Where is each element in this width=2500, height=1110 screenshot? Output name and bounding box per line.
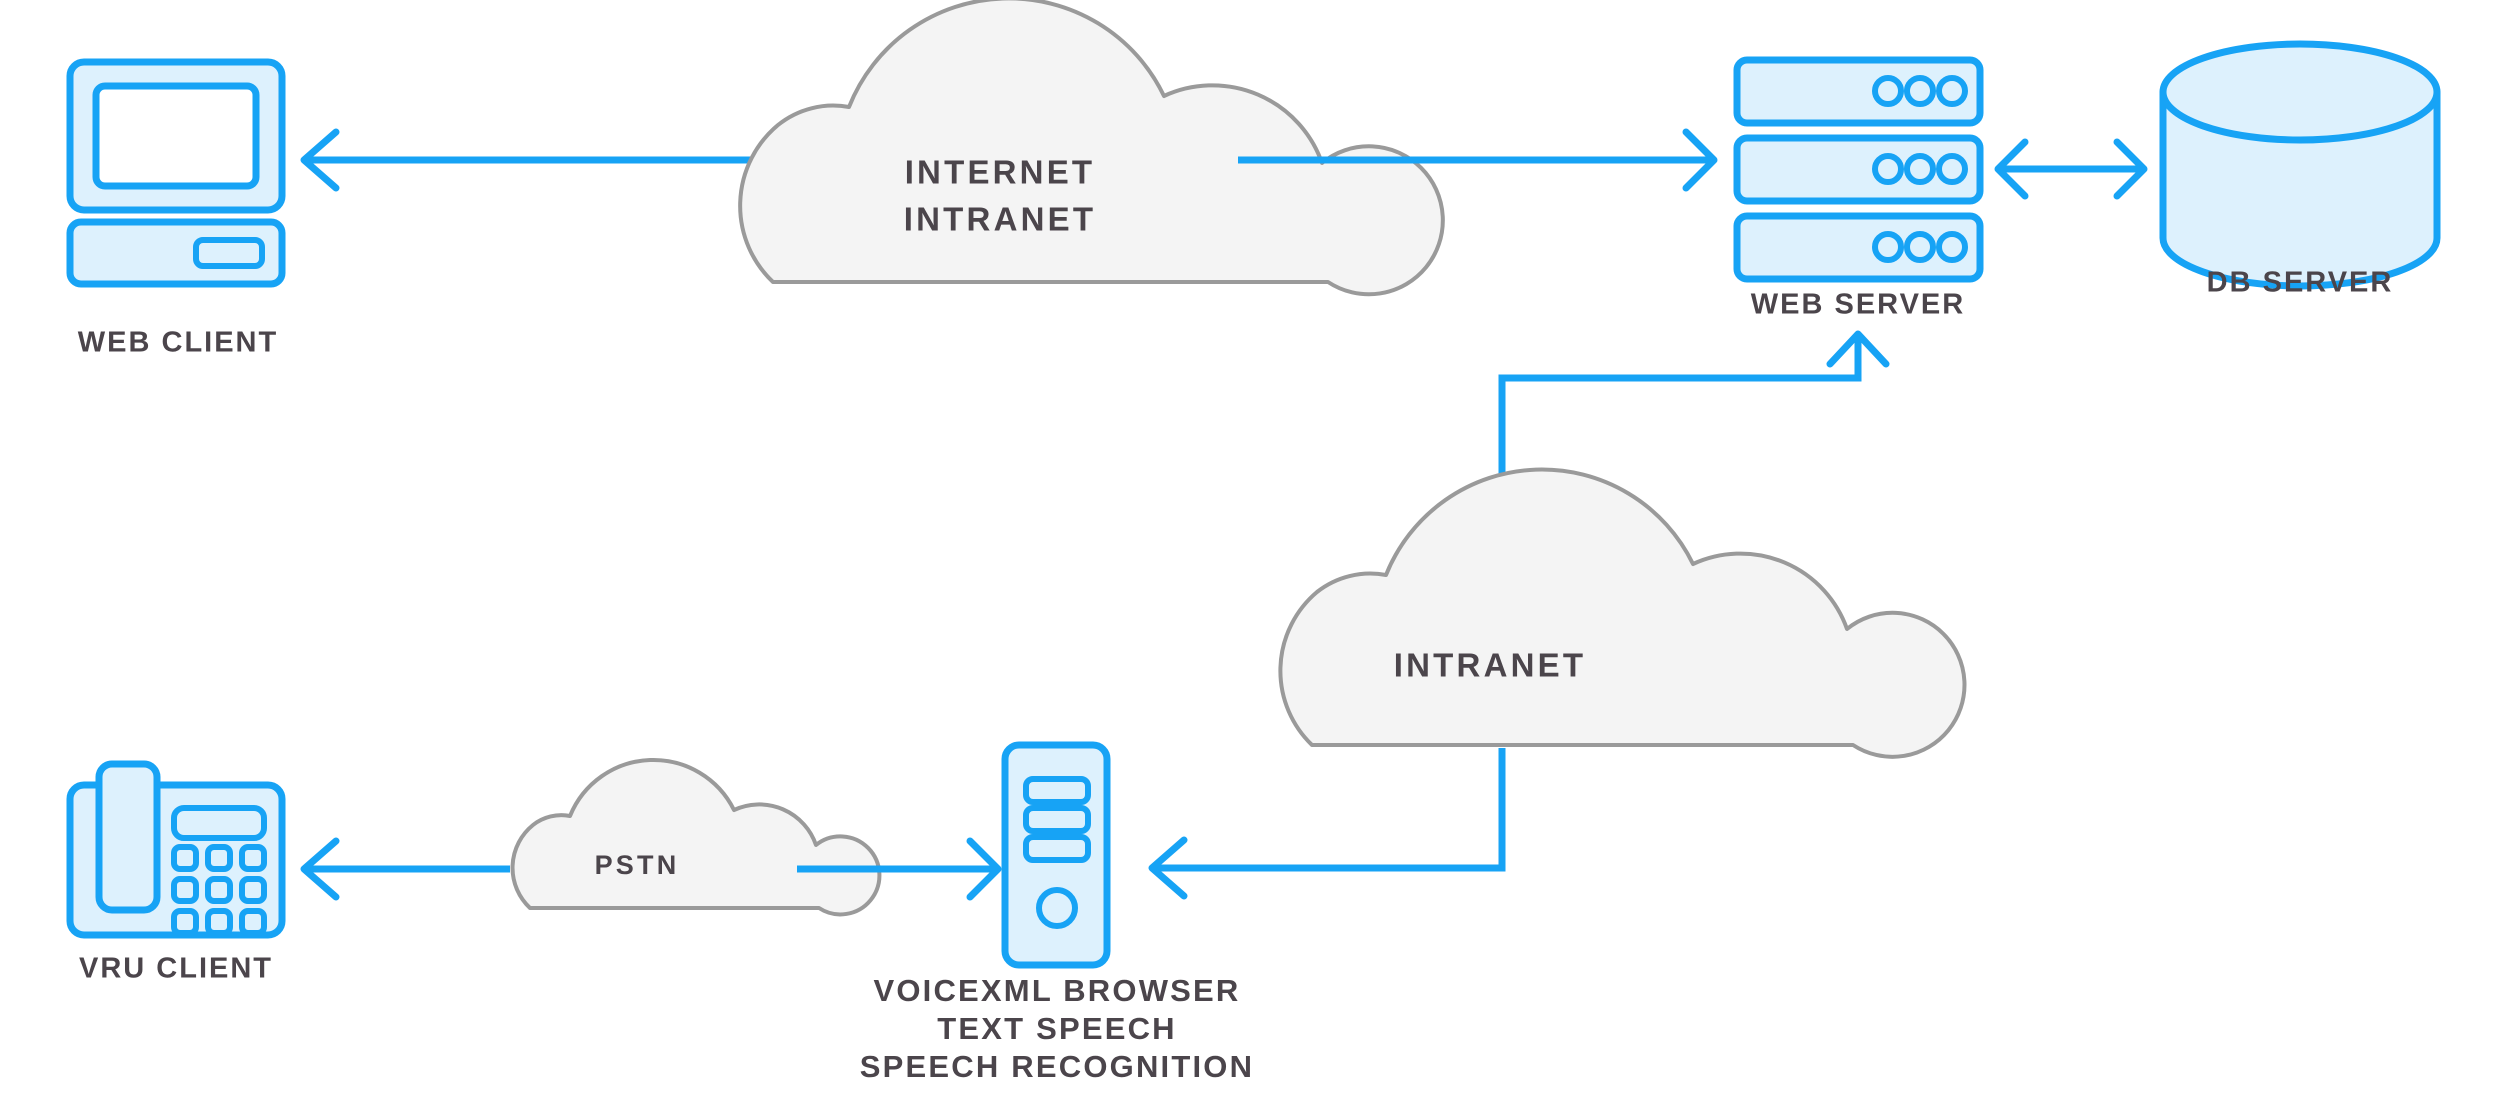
connector-intranet-to-web-server (1498, 330, 1890, 500)
node-db-server[interactable]: DB SERVER (2159, 40, 2441, 299)
arrowhead-right-icon (2113, 138, 2148, 200)
arrowhead-right-icon (966, 837, 1002, 901)
status-light-icon (1872, 75, 1904, 107)
node-web-client[interactable]: WEB CLIENT (66, 58, 286, 359)
keypad-key (171, 844, 199, 872)
rack-unit (1733, 134, 1984, 205)
arrowhead-left-icon (1148, 836, 1188, 900)
node-vru-client[interactable]: VRU CLIENT (66, 760, 286, 985)
status-light-icon (1872, 231, 1904, 263)
keypad-key (239, 908, 267, 936)
keypad-key (205, 908, 233, 936)
desktop-computer-icon (66, 58, 286, 288)
arrowhead-up-icon (1826, 330, 1890, 368)
drive-slot (1023, 805, 1091, 834)
node-pstn-cloud[interactable]: PSTN (510, 757, 882, 917)
pstn-cloud-label: PSTN (595, 850, 680, 880)
status-light-icon (1936, 75, 1968, 107)
cloud-icon (510, 757, 882, 917)
voicexml-browser-label-line2: TEXT SPEECH (937, 1011, 1177, 1046)
drive-slot (1023, 834, 1091, 863)
keypad-key (239, 876, 267, 904)
web-client-label: WEB CLIENT (78, 327, 278, 359)
rack-unit (1733, 212, 1984, 283)
voicexml-browser-label-line1: VOICEXML BROWSER (873, 973, 1240, 1008)
connector-intranet-to-voicexml-browser (1148, 748, 1506, 900)
status-light-icon (1904, 153, 1936, 185)
keypad-key (205, 876, 233, 904)
rack-unit (1733, 56, 1984, 127)
server-rack-icon (1733, 56, 1984, 283)
status-light-icon (1936, 231, 1968, 263)
cloud-icon (1278, 467, 1967, 759)
web-server-label: WEB SERVER (1751, 289, 1965, 321)
node-web-server[interactable]: WEB SERVER (1733, 56, 1984, 321)
vru-client-label: VRU CLIENT (79, 953, 273, 985)
cloud-icon (738, 0, 1445, 297)
arrowhead-left-icon (1994, 138, 2029, 200)
drive-slot (1023, 776, 1091, 805)
power-button-icon (1036, 887, 1078, 929)
internet-cloud-label-line1: INTERNET (905, 154, 1096, 191)
keypad-key (171, 908, 199, 936)
connector-internet-to-web-server (1238, 128, 1718, 192)
node-internet-cloud[interactable]: INTERNET INTRANET (738, 0, 1445, 297)
database-cylinder-icon (2159, 40, 2441, 290)
intranet-cloud-label: INTRANET (1394, 647, 1586, 684)
internet-cloud-label-line2: INTRANET (904, 201, 1096, 238)
connector-web-server-to-db-server (1994, 138, 2148, 200)
connector-pstn-to-voicexml-browser (797, 837, 1002, 901)
keypad-key (239, 844, 267, 872)
keypad-key (171, 876, 199, 904)
node-voicexml-browser[interactable]: VOICEXML BROWSER TEXT SPEECH SPEECH RECO… (860, 741, 1254, 1084)
connector-internet-to-web-client (300, 128, 760, 192)
status-light-icon (1936, 153, 1968, 185)
arrowhead-left-icon (300, 128, 340, 192)
desk-phone-icon (66, 760, 286, 939)
status-light-icon (1904, 231, 1936, 263)
server-tower-icon (1001, 741, 1111, 969)
status-light-icon (1904, 75, 1936, 107)
arrowhead-left-icon (300, 837, 340, 901)
keypad-key (205, 844, 233, 872)
node-intranet-cloud[interactable]: INTRANET (1278, 467, 1967, 759)
connector-pstn-to-vru-client (300, 837, 510, 901)
status-light-icon (1872, 153, 1904, 185)
arrowhead-right-icon (1682, 128, 1718, 192)
db-server-label: DB SERVER (2207, 267, 2394, 299)
voicexml-browser-label-line3: SPEECH RECOGNITION (860, 1049, 1254, 1084)
